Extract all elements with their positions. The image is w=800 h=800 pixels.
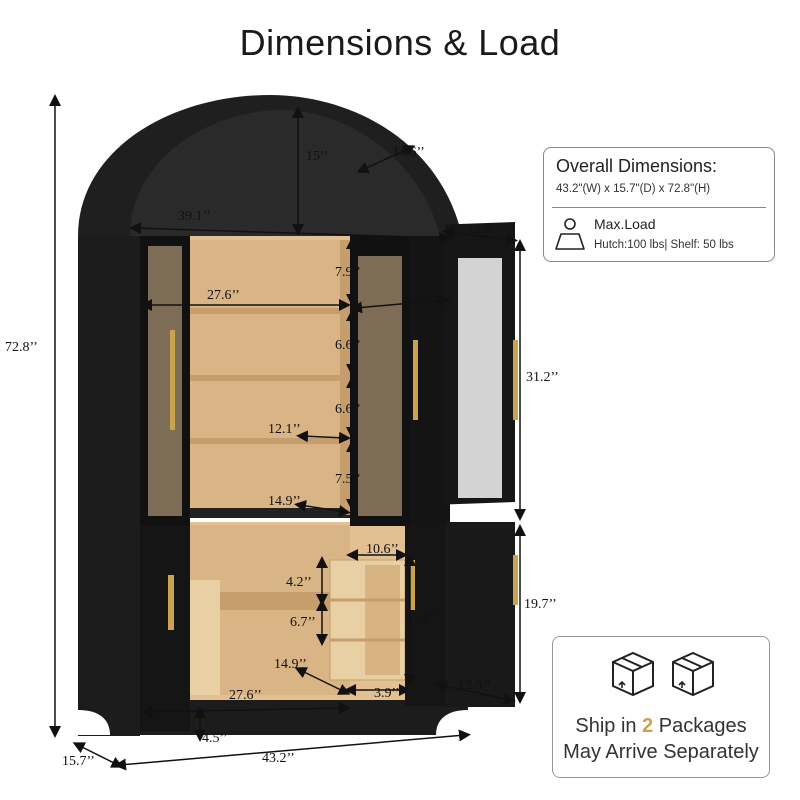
dim-upper-depth: 14.9’’ <box>268 494 301 509</box>
weight-icon <box>555 218 585 250</box>
shipping-note: May Arrive Separately <box>563 741 759 763</box>
shipping-suffix: Packages <box>653 715 747 737</box>
dim-total-height: 72.8’’ <box>5 340 38 355</box>
shipping-prefix: Ship in <box>575 715 643 737</box>
dim-arch-depth: 14.6’’ <box>392 145 425 160</box>
divider <box>552 207 766 208</box>
overall-dimensions-values: 43.2"(W) x 15.7"(D) x 72.8"(H) <box>556 183 711 195</box>
dim-upper-right-width: 14’’ <box>415 289 437 304</box>
dim-lower-left-width: 27.6’’ <box>229 688 262 703</box>
dim-shelf-gap-1: 7.9’’ <box>335 265 361 280</box>
shipping-package-count: 2 <box>642 715 654 737</box>
dim-shelf-gap-4: 7.5’’ <box>335 472 361 487</box>
dim-shelf-depth: 12.1’’ <box>268 422 301 437</box>
dim-depth: 15.7’’ <box>62 754 95 769</box>
overall-dimensions-panel: Overall Dimensions: 43.2"(W) x 15.7"(D) … <box>543 147 775 262</box>
dim-base-height: 19.7’’ <box>524 597 557 612</box>
dim-top-depth: 12.9’’ <box>467 222 500 237</box>
dim-rack-slot-1: 4.2’’ <box>286 575 312 590</box>
dim-shelf-gap-3: 6.6’’ <box>335 402 361 417</box>
package-icon <box>612 651 654 697</box>
shipping-panel: Ship in 2 Packages May Arrive Separately <box>552 636 770 778</box>
max-load-values: Hutch:100 lbs| Shelf: 50 lbs <box>594 239 734 251</box>
dim-rack-depth: 3.9’’ <box>374 686 400 701</box>
dim-top-width: 39.1’’ <box>178 209 211 224</box>
dim-rack-width: 10.6’’ <box>366 542 399 557</box>
max-load-title: Max.Load <box>594 216 656 232</box>
package-icon <box>672 651 714 697</box>
shipping-packages-text: Ship in 2 Packages <box>553 715 769 738</box>
dim-rack-height: 11.8’’ <box>406 611 438 626</box>
dim-hutch-height: 31.2’’ <box>526 370 559 385</box>
dim-leg-height: 4.5’’ <box>202 731 228 746</box>
dim-arch-height: 15’’ <box>306 149 328 164</box>
cabinet-body <box>78 95 518 736</box>
dim-upper-left-width: 27.6’’ <box>207 288 240 303</box>
dim-rack-slot-2: 6.7’’ <box>290 615 316 630</box>
dim-shelf-gap-2: 6.6’’ <box>335 338 361 353</box>
dim-lower-right-depth: 12.9’’ <box>458 678 491 693</box>
overall-dimensions-title: Overall Dimensions: <box>556 156 718 176</box>
dim-width: 43.2’’ <box>262 751 295 766</box>
page-title: Dimensions & Load <box>239 22 561 63</box>
dim-lower-depth: 14.9’’ <box>274 657 307 672</box>
